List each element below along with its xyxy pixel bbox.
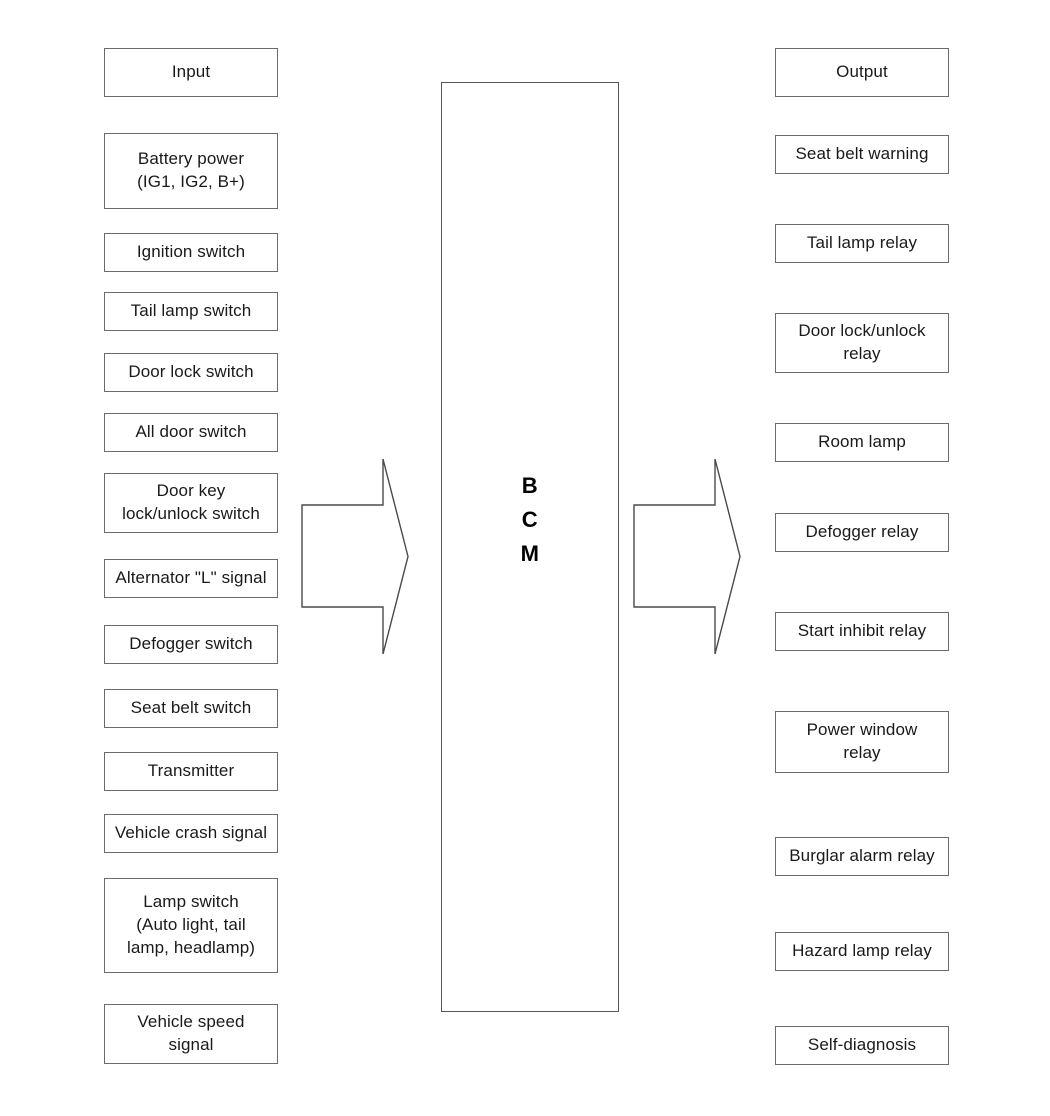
input-item-label: Defogger switch [129,634,253,654]
input-item-label: Seat belt switch [130,698,252,718]
output-item-door-lock-unlock-relay[interactable]: Door lock/unlock relay [775,313,949,373]
input-item-ignition-switch[interactable]: Ignition switch [104,233,278,272]
input-header-label: Input [171,62,211,82]
output-arrow-shape [633,458,741,655]
output-item-label: Hazard lamp relay [792,941,932,961]
output-item-label: Room lamp [818,432,906,452]
input-arrow-shape [301,458,409,655]
output-item-label: Power window relay [806,720,918,762]
input-item-vehicle-crash-signal[interactable]: Vehicle crash signal [104,814,278,853]
input-item-label: Transmitter [147,761,235,781]
input-item-battery-power[interactable]: Battery power (IG1, IG2, B+) [104,133,278,209]
output-item-label: Burglar alarm relay [789,846,935,866]
output-item-defogger-relay[interactable]: Defogger relay [775,513,949,552]
input-item-tail-lamp-switch[interactable]: Tail lamp switch [104,292,278,331]
output-item-room-lamp[interactable]: Room lamp [775,423,949,462]
input-item-all-door-switch[interactable]: All door switch [104,413,278,452]
input-item-label: Ignition switch [136,242,246,262]
output-item-tail-lamp-relay[interactable]: Tail lamp relay [775,224,949,263]
input-item-lamp-switch[interactable]: Lamp switch (Auto light, tail lamp, head… [104,878,278,973]
output-item-label: Self-diagnosis [807,1035,917,1055]
output-item-label: Seat belt warning [795,144,929,164]
output-item-label: Tail lamp relay [806,233,918,253]
output-item-hazard-lamp-relay[interactable]: Hazard lamp relay [775,932,949,971]
input-item-label: Vehicle crash signal [114,823,268,843]
input-item-vehicle-speed-signal[interactable]: Vehicle speed signal [104,1004,278,1064]
output-item-start-inhibit-relay[interactable]: Start inhibit relay [775,612,949,651]
output-item-burglar-alarm-relay[interactable]: Burglar alarm relay [775,837,949,876]
output-item-label: Start inhibit relay [797,621,927,641]
input-item-door-lock-switch[interactable]: Door lock switch [104,353,278,392]
input-arrow [301,458,409,655]
output-item-seat-belt-warning[interactable]: Seat belt warning [775,135,949,174]
input-item-label: All door switch [135,422,247,442]
input-item-door-key-lock-unlock-switch[interactable]: Door key lock/unlock switch [104,473,278,533]
bcm-label: B C M [520,473,540,567]
input-item-transmitter[interactable]: Transmitter [104,752,278,791]
output-item-label: Defogger relay [805,522,919,542]
output-header-label: Output [836,62,888,82]
input-item-seat-belt-switch[interactable]: Seat belt switch [104,689,278,728]
output-item-power-window-relay[interactable]: Power window relay [775,711,949,773]
input-item-label: Lamp switch (Auto light, tail lamp, head… [126,892,256,957]
input-item-defogger-switch[interactable]: Defogger switch [104,625,278,664]
input-item-label: Door key lock/unlock switch [122,481,260,523]
output-header-box[interactable]: Output [775,48,949,97]
output-item-label: Door lock/unlock relay [798,321,926,363]
input-item-label: Vehicle speed signal [137,1012,245,1054]
bcm-module[interactable]: B C M [441,82,619,1012]
input-item-label: Door lock switch [128,362,254,382]
input-item-label: Battery power (IG1, IG2, B+) [137,149,245,191]
output-item-self-diagnosis[interactable]: Self-diagnosis [775,1026,949,1065]
input-item-alternator-l-signal[interactable]: Alternator "L" signal [104,559,278,598]
output-arrow [633,458,741,655]
input-header-box[interactable]: Input [104,48,278,97]
input-item-label: Tail lamp switch [130,301,252,321]
input-item-label: Alternator "L" signal [115,568,267,588]
